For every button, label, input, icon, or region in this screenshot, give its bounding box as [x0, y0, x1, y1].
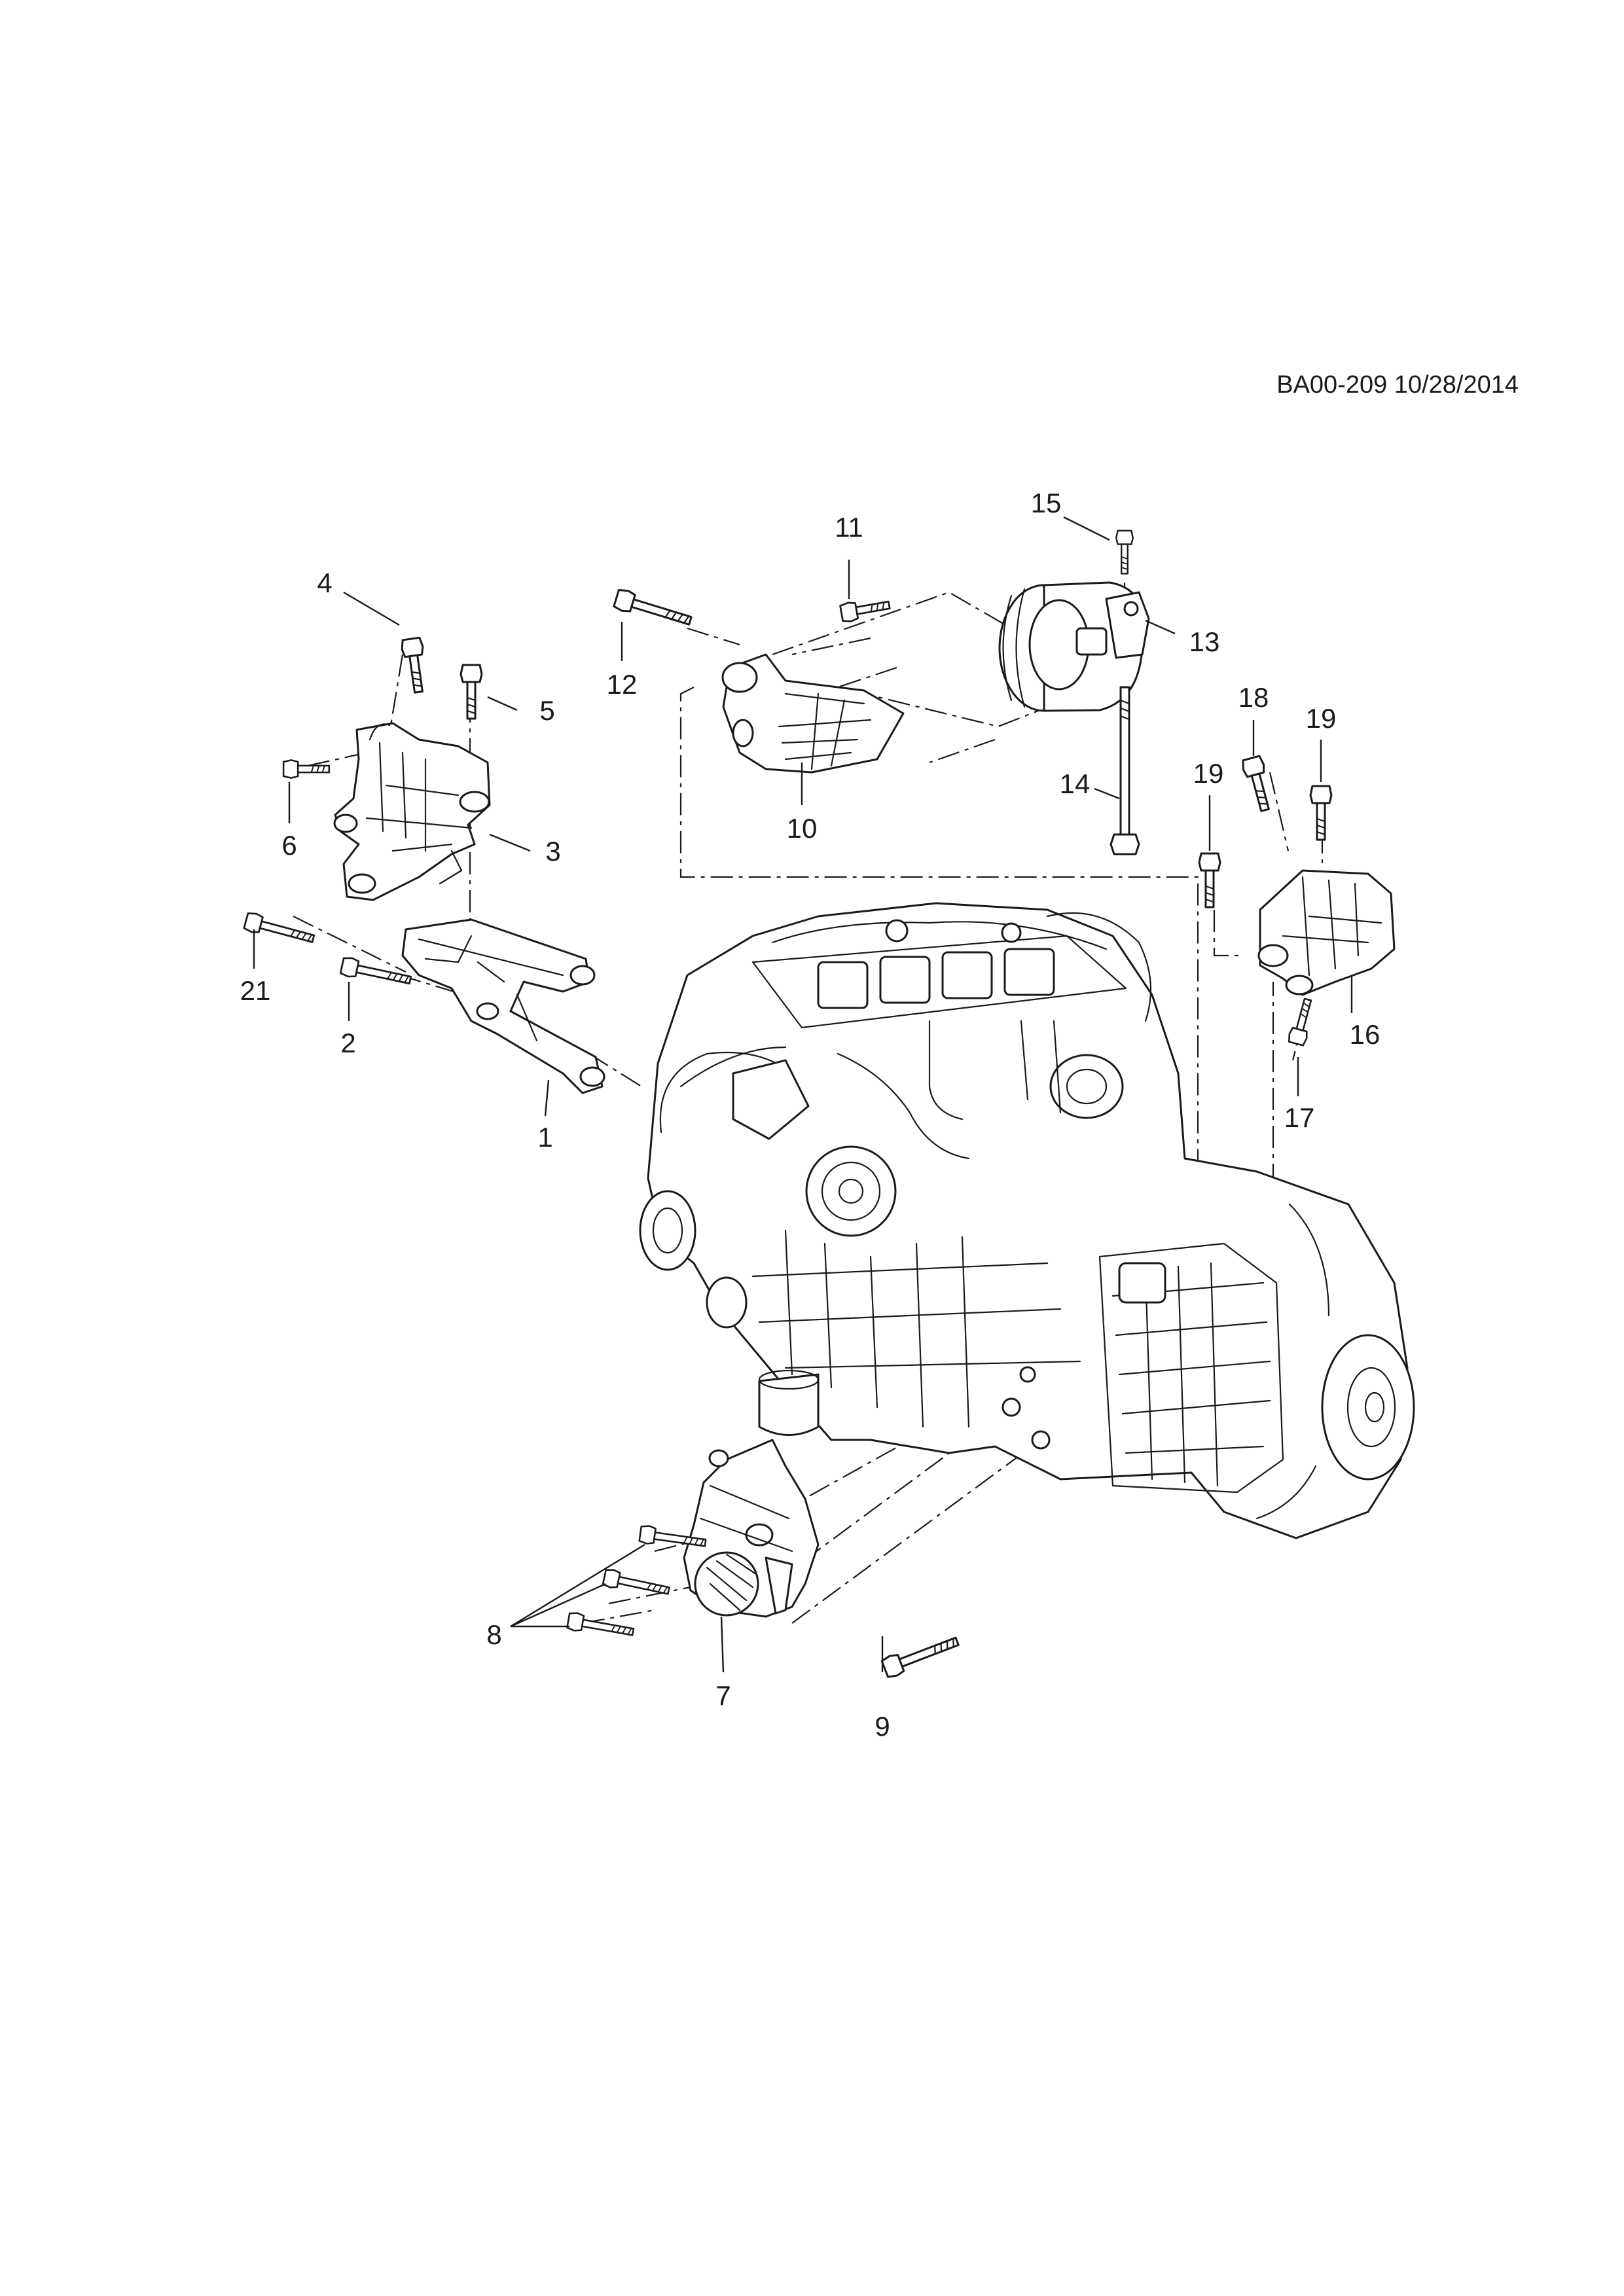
part-15-nut: [1115, 529, 1134, 575]
part-13-mount: [998, 581, 1150, 712]
callout-18: 18: [1238, 682, 1269, 713]
callout-3: 3: [545, 836, 560, 867]
part-5-bolt: [460, 664, 483, 720]
part-12-bolt: [612, 587, 695, 632]
part-2-bolt: [339, 955, 413, 990]
part-8-bolt-middle: [602, 1567, 672, 1600]
part-1-bracket: [401, 918, 605, 1094]
callout-labels: 4 5 6 3 21 2 1 11 12 10 15 13 14 18 19 1…: [240, 488, 1380, 1742]
callout-7: 7: [715, 1680, 731, 1711]
callout-4: 4: [317, 567, 332, 598]
callout-8: 8: [486, 1619, 501, 1650]
callout-11: 11: [835, 512, 863, 543]
part-4-bolt: [399, 636, 430, 695]
part-7-lower-mount: [683, 1439, 820, 1618]
callout-14: 14: [1060, 768, 1091, 799]
callout-10: 10: [787, 813, 818, 844]
callout-15: 15: [1031, 488, 1062, 518]
callout-13: 13: [1189, 626, 1220, 657]
part-18-bolt: [1240, 754, 1276, 814]
part-19-bolt-left: [1198, 852, 1221, 908]
part-17-bolt: [1286, 996, 1318, 1047]
part-16-mount: [1257, 869, 1396, 996]
callout-16: 16: [1350, 1019, 1380, 1050]
callout-17: 17: [1284, 1102, 1315, 1133]
callout-12: 12: [607, 669, 638, 700]
engine-transmission-assembly: [639, 902, 1415, 1539]
callout-9: 9: [875, 1711, 890, 1742]
callout-2: 2: [340, 1028, 355, 1058]
part-14-bolt: [1110, 686, 1140, 855]
part-11-bolt: [839, 594, 892, 624]
callout-19-left: 19: [1193, 758, 1224, 789]
callout-1: 1: [537, 1122, 552, 1153]
part-3-upper-mount: [333, 722, 491, 901]
callout-19-right: 19: [1306, 703, 1337, 734]
callout-21: 21: [240, 975, 271, 1006]
leader-lines: [253, 516, 1353, 1673]
part-9-bolt: [880, 1630, 962, 1680]
callout-5: 5: [539, 695, 554, 726]
part-10-bracket: [721, 653, 905, 774]
callout-6: 6: [281, 830, 297, 861]
part-19-bolt-right: [1309, 785, 1333, 841]
diagram-code: BA00-209 10/28/2014: [1276, 371, 1519, 399]
